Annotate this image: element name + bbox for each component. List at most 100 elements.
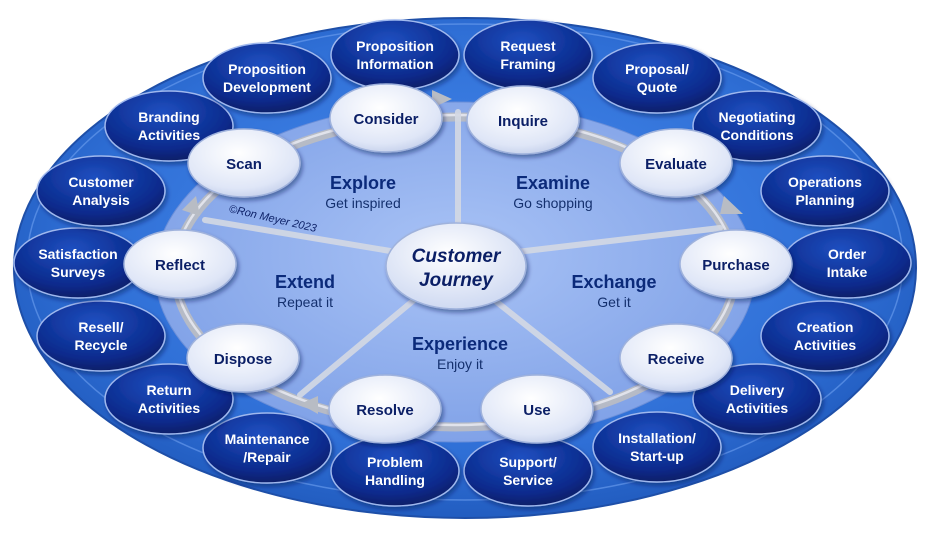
activity-pill [692,363,822,435]
step-purchase[interactable]: Purchase [679,229,793,299]
step-pill [679,229,793,299]
activity-label-line: Return [146,382,191,398]
activity-label-line: Support/ [499,454,557,470]
step-receive[interactable]: Receive [619,323,733,393]
step-label: Consider [353,111,418,128]
step-resolve[interactable]: Resolve [328,374,442,444]
phase-explore: Explore Get inspired [325,173,400,211]
step-label: Resolve [356,402,414,419]
activity-pill [13,227,143,299]
center-hub[interactable]: Customer Journey [385,222,527,310]
phase-subtitle: Repeat it [277,294,333,310]
phase-experience: Experience Enjoy it [412,334,508,372]
activity-resell-recycle[interactable]: Resell/Recycle [36,300,166,372]
step-pill [619,128,733,198]
activity-pill [36,155,166,227]
activity-proposal-quote[interactable]: Proposal/Quote [592,42,722,114]
activity-pill [330,435,460,507]
step-scan[interactable]: Scan [187,128,301,198]
activity-label-line: Delivery [730,382,785,398]
activity-label-line: Creation [797,319,854,335]
activity-label-line: Activities [138,400,200,416]
activity-pill [782,227,912,299]
step-use[interactable]: Use [480,374,594,444]
phase-subtitle: Enjoy it [437,356,483,372]
step-dispose[interactable]: Dispose [186,323,300,393]
activity-support-service[interactable]: Support/Service [463,435,593,507]
activity-label-line: Activities [726,400,788,416]
step-label: Inquire [498,113,548,130]
step-pill [480,374,594,444]
activity-label-line: Request [500,38,556,54]
step-pill [328,374,442,444]
step-pill [329,83,443,153]
activity-label-line: Activities [138,127,200,143]
activity-pill [202,42,332,114]
activity-label-line: Conditions [720,127,793,143]
step-pill [186,323,300,393]
step-label: Receive [648,351,705,368]
step-consider[interactable]: Consider [329,83,443,153]
step-reflect[interactable]: Reflect [123,229,237,299]
activity-pill [330,19,460,91]
activity-pill [692,90,822,162]
step-pill [619,323,733,393]
activity-pill [463,19,593,91]
activity-label-line: /Repair [243,449,291,465]
center-title-line1: Customer [412,246,502,267]
phase-exchange: Exchange Get it [571,272,656,310]
activity-label-line: Recycle [75,337,128,353]
phase-extend: Extend Repeat it [275,272,335,310]
activity-label-line: Information [357,56,434,72]
activity-label-line: Proposition [356,38,434,54]
activity-label-line: Customer [68,174,134,190]
step-label: Purchase [702,257,770,274]
arrowhead-icon [720,196,743,214]
phase-title: Explore [330,173,396,193]
phase-title: Experience [412,334,508,354]
activity-label-line: Negotiating [719,109,796,125]
step-label: Evaluate [645,156,707,173]
activity-label-line: Proposition [228,61,306,77]
activity-label-line: Analysis [72,192,130,208]
activity-installation-start-up[interactable]: Installation/Start-up [592,411,722,483]
activity-label-line: Operations [788,174,862,190]
activity-pill [202,412,332,484]
activity-pill [760,300,890,372]
phase-title: Exchange [571,272,656,292]
activity-label-line: Installation/ [618,430,696,446]
phase-examine: Examine Go shopping [513,173,592,211]
step-label: Use [523,402,551,419]
activity-label-line: Handling [365,472,425,488]
activity-maintenance-repair[interactable]: Maintenance/Repair [202,412,332,484]
step-label: Scan [226,156,262,173]
arrowhead-icon [300,396,318,414]
phase-title: Extend [275,272,335,292]
activity-label-line: Resell/ [78,319,123,335]
activity-pill [592,42,722,114]
phase-subtitle: Get it [597,294,631,310]
step-pill [466,85,580,155]
phase-subtitle: Get inspired [325,195,400,211]
step-label: Dispose [214,351,272,368]
activity-label-line: Planning [795,192,854,208]
center-ellipse [385,222,527,310]
step-evaluate[interactable]: Evaluate [619,128,733,198]
activity-label-line: Service [503,472,553,488]
activity-pill [760,155,890,227]
step-inquire[interactable]: Inquire [466,85,580,155]
activity-pill [36,300,166,372]
